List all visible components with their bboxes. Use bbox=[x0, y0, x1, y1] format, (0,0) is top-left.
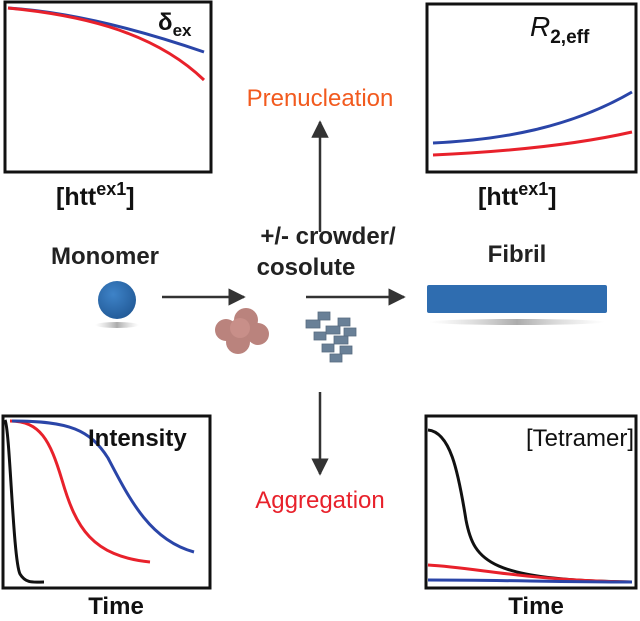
intensity-black-curve bbox=[3, 419, 45, 584]
intensity-blue-curve bbox=[11, 419, 195, 554]
panel-delta-ex-frame bbox=[3, 0, 213, 174]
time-label-left: Time bbox=[88, 593, 144, 620]
htt-close: ] bbox=[548, 183, 556, 211]
intensity-red-curve bbox=[9, 419, 151, 564]
prenucleation-label: Prenucleation bbox=[247, 85, 394, 112]
monomer-shadow bbox=[95, 322, 139, 328]
oligomer-cluster bbox=[215, 308, 269, 354]
panel-r2-eff-frame bbox=[425, 2, 638, 174]
monomer-label: Monomer bbox=[51, 243, 159, 270]
crowder-label-line1: +/- crowder/ bbox=[260, 223, 396, 250]
r2-eff-label: R2,eff bbox=[530, 11, 590, 48]
panel-intensity: Intensity Time bbox=[1, 414, 212, 620]
htt-close: ] bbox=[126, 183, 134, 211]
panel-intensity-frame bbox=[1, 414, 212, 590]
htt-base: [htt bbox=[478, 183, 519, 211]
panel-delta-ex: δex [httex1] bbox=[3, 0, 213, 211]
aggregate-cluster bbox=[305, 311, 357, 363]
htt-base: [htt bbox=[56, 183, 97, 211]
delta-ex-label: δex bbox=[158, 9, 192, 40]
intensity-label: Intensity bbox=[88, 425, 187, 452]
r2-eff-red-curve bbox=[432, 130, 633, 157]
tetramer-black-curve bbox=[427, 428, 633, 584]
delta-ex-red-curve bbox=[7, 6, 206, 82]
time-label-right: Time bbox=[508, 593, 564, 620]
panel-r2-eff: R2,eff [httex1] bbox=[425, 2, 638, 211]
delta-symbol: δ bbox=[158, 9, 173, 36]
r2-eff-blue-curve bbox=[432, 90, 633, 145]
r-symbol: R bbox=[530, 11, 550, 42]
panel-tetramer: [Tetramer] Time bbox=[424, 414, 638, 620]
htt-label-right: [httex1] bbox=[478, 179, 557, 211]
fibril-rod bbox=[427, 285, 607, 313]
r-subscript: 2,eff bbox=[550, 27, 590, 48]
monomer-sphere bbox=[98, 281, 136, 319]
fibril-shadow bbox=[429, 319, 605, 325]
htt-superscript: ex1 bbox=[518, 179, 548, 199]
panel-tetramer-frame bbox=[424, 414, 638, 590]
aggregation-label: Aggregation bbox=[255, 487, 384, 514]
tetramer-blue-curve bbox=[427, 578, 633, 584]
htt-superscript: ex1 bbox=[96, 179, 126, 199]
crowder-label-line2: cosolute bbox=[257, 254, 356, 281]
tetramer-label: [Tetramer] bbox=[526, 425, 634, 452]
htt-label-left: [httex1] bbox=[56, 179, 135, 211]
fibril-label: Fibril bbox=[488, 241, 547, 268]
delta-subscript: ex bbox=[173, 21, 192, 40]
